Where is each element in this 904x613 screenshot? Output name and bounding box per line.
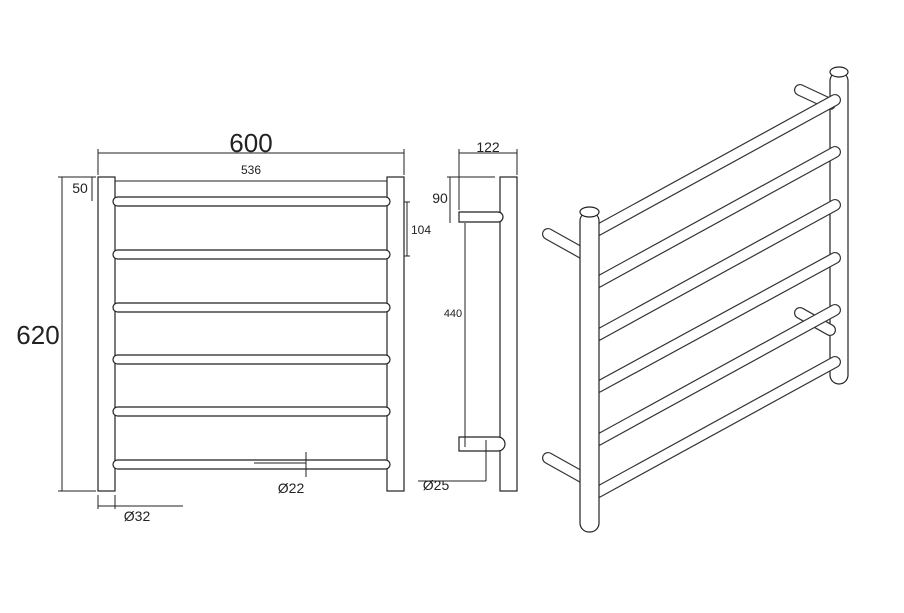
post-top <box>829 66 849 78</box>
rail <box>112 196 391 207</box>
rail <box>112 249 391 260</box>
rail-diameter-label: Ø22 <box>278 480 305 496</box>
front-wall-brackets <box>542 228 588 483</box>
rails <box>112 196 391 470</box>
rail <box>112 354 391 365</box>
right-post <box>386 176 405 492</box>
inner-width-label: 536 <box>241 163 261 177</box>
front-view: 600 536 620 50 104 Ø22 Ø32 <box>16 128 431 524</box>
post-diameter-label: Ø32 <box>124 508 151 524</box>
rail <box>112 459 391 470</box>
rail <box>112 302 391 313</box>
post-body <box>829 71 849 385</box>
bracket-offset-label: 90 <box>432 190 448 206</box>
side-post <box>499 176 518 492</box>
bracket-spacing-label: 440 <box>444 308 462 320</box>
top-bracket <box>458 211 504 223</box>
back-post <box>829 66 849 385</box>
post-body <box>579 211 600 533</box>
depth-label: 122 <box>476 139 500 155</box>
isometric-view <box>542 66 849 533</box>
overall-height-label: 620 <box>16 320 59 350</box>
rail <box>112 406 391 417</box>
bottom-bracket <box>458 436 506 452</box>
overall-width-label: 600 <box>229 128 272 158</box>
front-post <box>579 206 600 533</box>
side-view: 122 90 440 Ø25 <box>418 139 518 493</box>
iso-rails <box>592 94 841 498</box>
left-post <box>97 176 116 492</box>
post-top <box>579 206 600 218</box>
rail-spacing-label: 104 <box>411 223 431 237</box>
top-offset-label: 50 <box>72 180 88 196</box>
bracket-diameter-label: Ø25 <box>423 477 450 493</box>
